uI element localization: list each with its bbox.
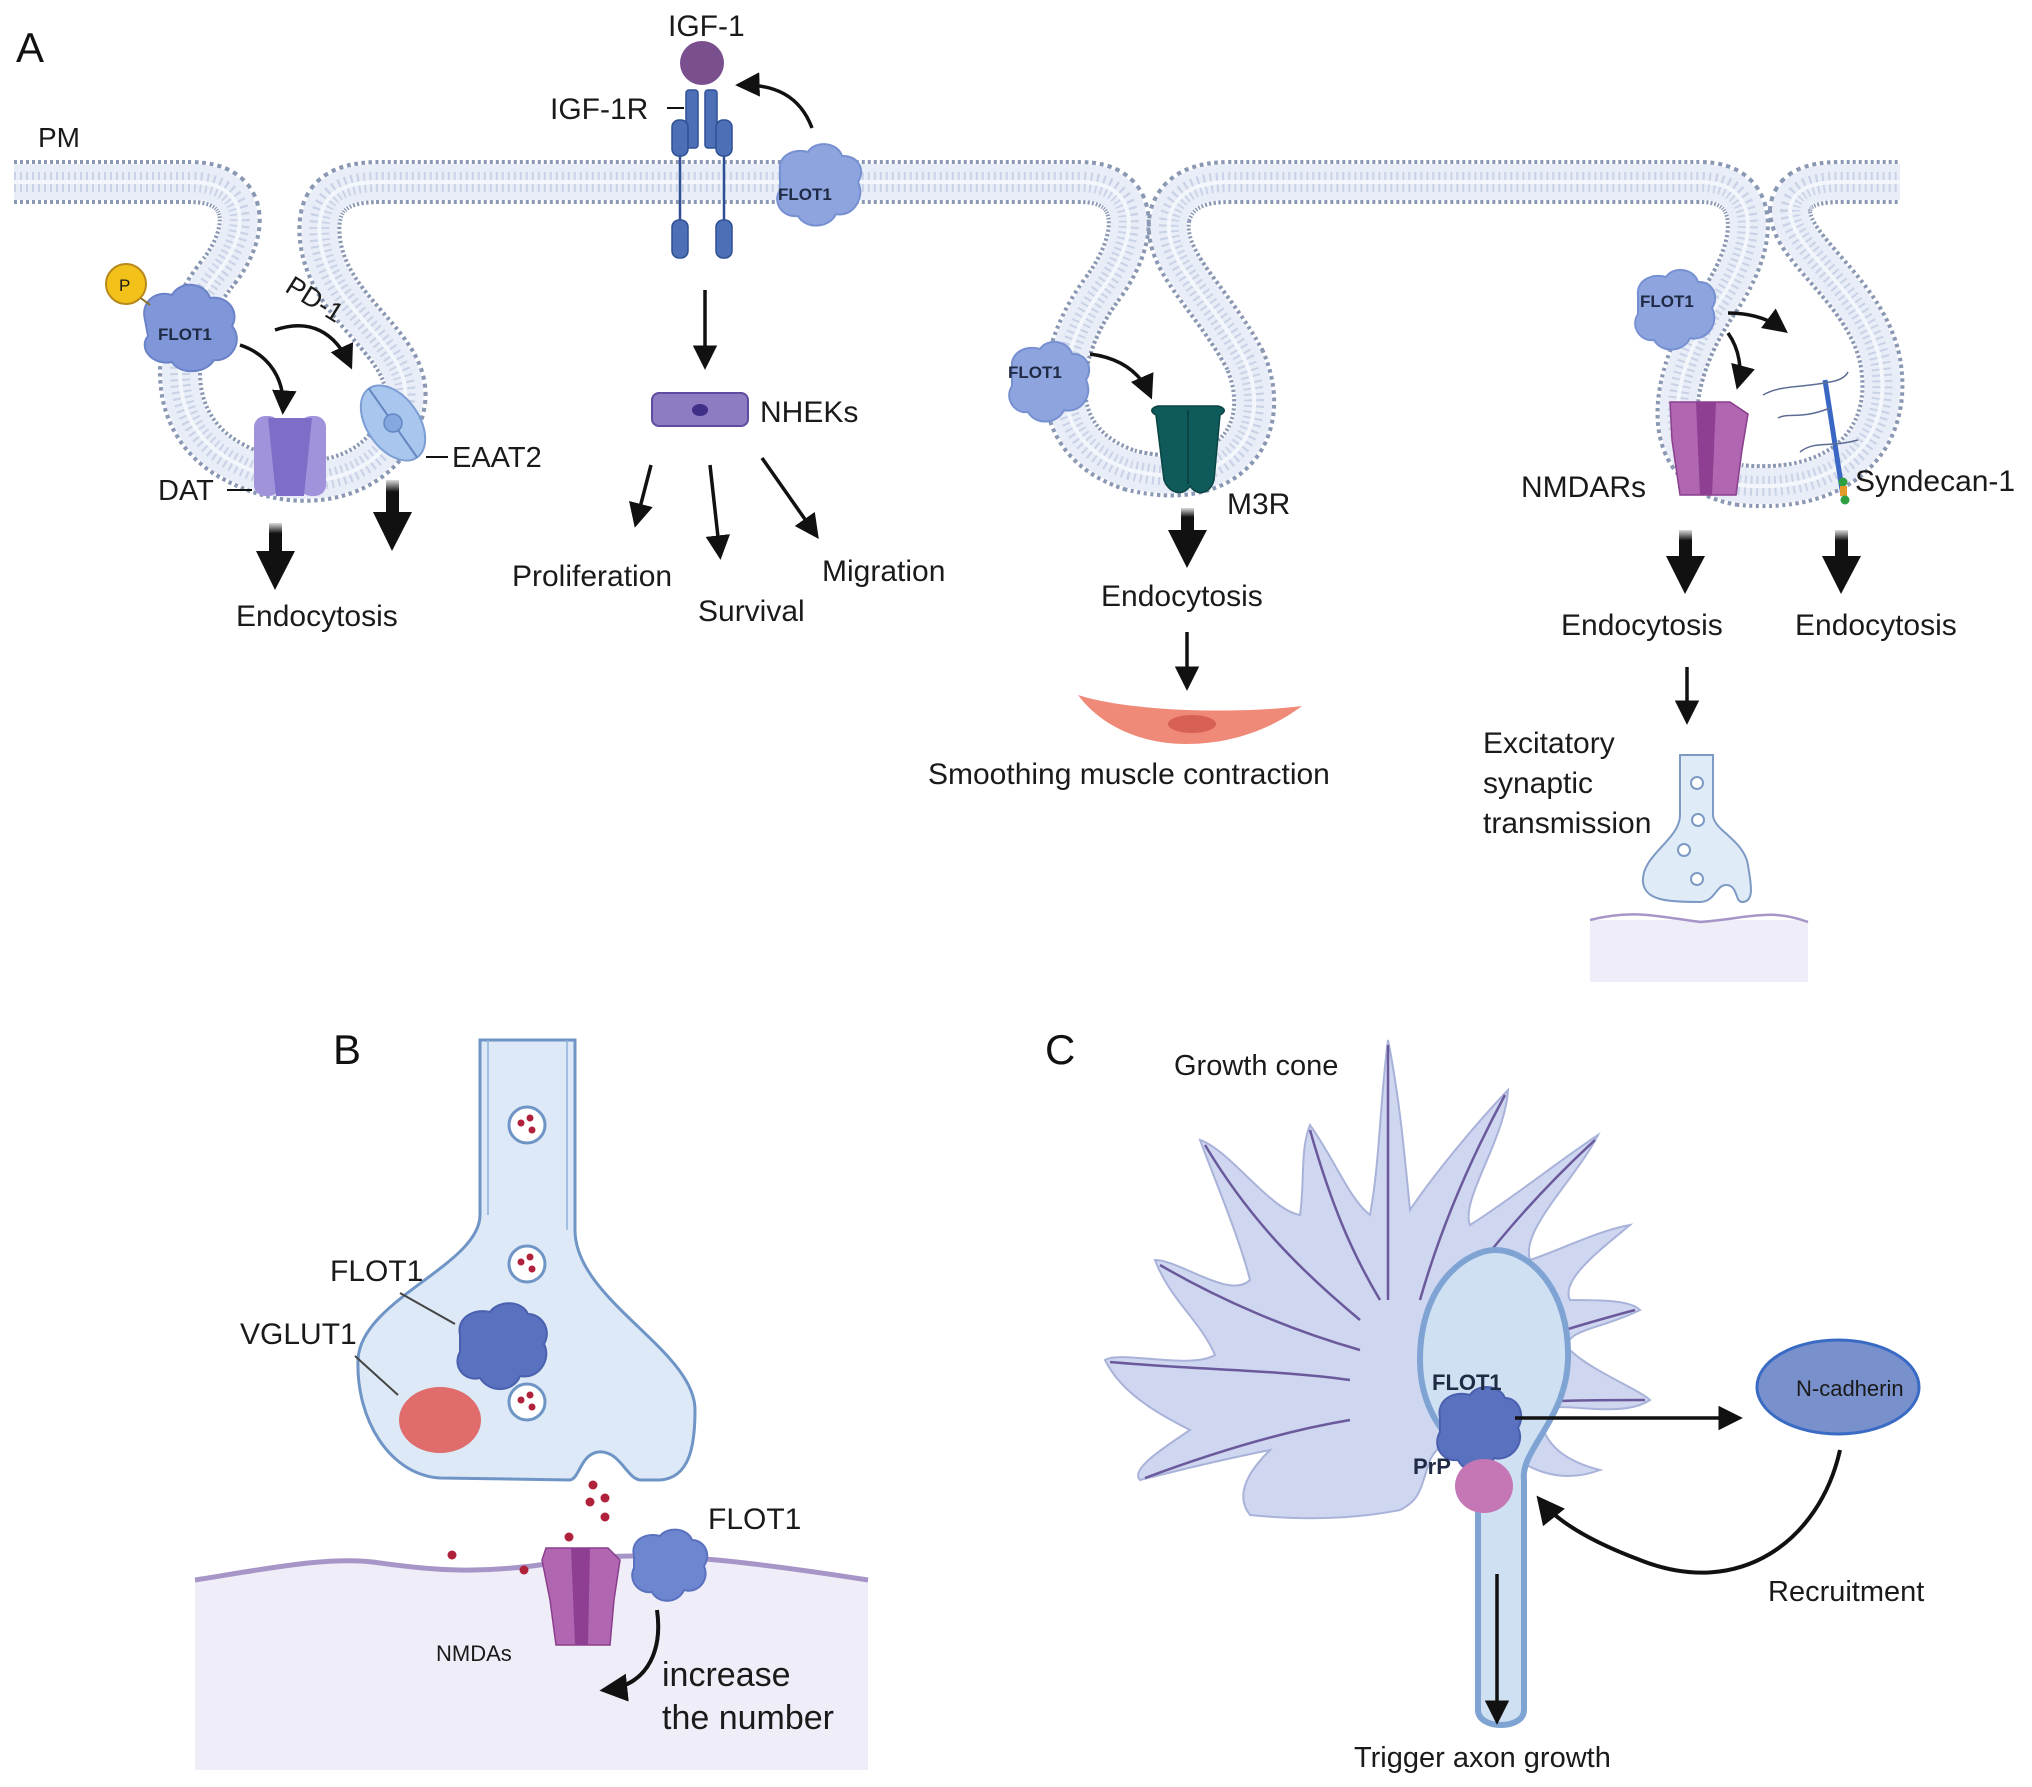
flot1-label-nmdar: FLOT1 (1640, 292, 1694, 311)
flot1-leader-line-b (399, 1292, 456, 1325)
thick-arrow-m3r-endocytosis (1168, 508, 1207, 568)
prp-label: PrP (1413, 1454, 1451, 1479)
nmdar-receptor (1669, 401, 1749, 496)
vglut1-icon (399, 1387, 481, 1453)
nmdas-label: NMDAs (436, 1641, 512, 1666)
flot1-protein-m3r: FLOT1 (1008, 341, 1091, 423)
panel-c: C Growth cone FLOT1 PrP N-cadherin Recru… (1045, 1026, 1924, 1774)
n-cadherin-icon: N-cadherin (1755, 1338, 1921, 1436)
smooth-muscle-label: Smoothing muscle contraction (928, 758, 1330, 791)
synaptic-vesicle (507, 1382, 547, 1422)
arrow-flot1-to-nmdar (1726, 331, 1755, 390)
flot1-protein-membrane: FLOT1 (776, 143, 863, 227)
synaptic-vesicle (507, 1105, 547, 1145)
arrow-to-survival (705, 464, 731, 560)
growth-cone-label: Growth cone (1174, 1050, 1338, 1082)
prp-icon (1455, 1459, 1513, 1513)
n-cadherin-label: N-cadherin (1796, 1376, 1904, 1401)
nhek-cell-icon (651, 392, 749, 427)
mini-synapse-icon (1589, 754, 1809, 982)
flot1-protein-c (1436, 1386, 1523, 1472)
arrow-to-proliferation (629, 464, 653, 528)
vglut1-label: VGLUT1 (240, 1318, 357, 1351)
excitatory-label-line2: synaptic (1483, 767, 1593, 800)
phospho-label: P (119, 276, 130, 295)
growth-cone-body (1103, 1039, 1652, 1520)
igf1-label: IGF-1 (668, 10, 745, 43)
smooth-muscle-cell-icon (1078, 695, 1302, 744)
flot1-protein-left: FLOT1 (143, 283, 238, 373)
increase-label-line1: increase (662, 1656, 791, 1694)
vglut1-leader-line (354, 1355, 399, 1396)
flot1-label-membrane: FLOT1 (778, 185, 832, 204)
recruitment-label: Recruitment (1768, 1576, 1924, 1608)
axon-growth-label: Trigger axon growth (1354, 1742, 1611, 1774)
panel-c-label: C (1045, 1026, 1075, 1073)
synaptic-vesicle (507, 1244, 547, 1284)
glutamate-particles (447, 1480, 610, 1575)
flot1-label-c: FLOT1 (1432, 1370, 1502, 1395)
arrow-flot1-to-igf1r (735, 72, 814, 129)
arrow-flot1-to-eaat2 (274, 324, 354, 370)
nmda-receptor-b (541, 1547, 621, 1646)
igf1-ligand-icon (680, 41, 724, 85)
endocytosis-label-1: Endocytosis (236, 600, 398, 633)
m3r-label: M3R (1227, 488, 1290, 521)
excitatory-label-line3: transmission (1483, 807, 1651, 840)
arrow-increase-nmda (599, 1609, 661, 1702)
migration-label: Migration (822, 555, 945, 588)
nmdars-label: NMDARs (1521, 471, 1646, 504)
panel-b-label: B (333, 1026, 361, 1073)
arrow-recruitment (1536, 1449, 1842, 1575)
thick-arrow-syndecan-endocytosis (1822, 530, 1861, 594)
eaat2-label: EAAT2 (452, 442, 542, 474)
endocytosis-label-m3r: Endocytosis (1101, 580, 1263, 613)
igf1r-receptor (671, 89, 733, 259)
flot1-protein-presynaptic (456, 1302, 548, 1390)
excitatory-label-line1: Excitatory (1483, 727, 1615, 760)
increase-label-line2: the number (662, 1699, 834, 1737)
arrow-flot1-to-m3r (1089, 352, 1154, 400)
phospho-group-icon: P (105, 263, 147, 305)
igf1r-label: IGF-1R (550, 93, 648, 126)
arrow-flot1-to-syndecan (1727, 308, 1788, 333)
panel-b: B FLOT1 VGLUT1 (194, 1026, 869, 1770)
nheks-label: NHEKs (760, 396, 858, 429)
survival-label: Survival (698, 595, 805, 628)
proliferation-label: Proliferation (512, 560, 672, 593)
dat-transporter (254, 416, 326, 496)
pm-label: PM (38, 122, 80, 153)
flot1-label-m3r: FLOT1 (1008, 363, 1062, 382)
arrow-to-migration (760, 456, 819, 540)
syndecan-1-label: Syndecan-1 (1855, 465, 2015, 498)
arrow-flot1-to-dat (239, 343, 297, 415)
panel-a-label: A (16, 24, 44, 71)
thick-arrow-eaat2-endocytosis (373, 480, 412, 551)
flot1-protein-postsynaptic (631, 1528, 709, 1602)
thick-arrow-nmdar-endocytosis (1666, 530, 1705, 594)
dat-label: DAT (158, 475, 214, 507)
thick-arrow-dat-endocytosis (256, 523, 295, 590)
flot1-protein-nmdar: FLOT1 (1634, 269, 1717, 351)
eaat2-transporter (359, 384, 427, 462)
syndecan-1-protein (1762, 371, 1859, 505)
endocytosis-label-nmdar: Endocytosis (1561, 609, 1723, 642)
m3r-receptor (1151, 405, 1225, 494)
panel-a: A PM FLOT1 P PD-1 DAT (14, 10, 2015, 982)
endocytosis-label-syndecan: Endocytosis (1795, 609, 1957, 642)
flot1-label-left: FLOT1 (158, 325, 212, 344)
postsynaptic-membrane (194, 1553, 869, 1770)
flot1-label-b-bottom: FLOT1 (708, 1503, 801, 1536)
flot1-label-b-top: FLOT1 (330, 1255, 423, 1288)
